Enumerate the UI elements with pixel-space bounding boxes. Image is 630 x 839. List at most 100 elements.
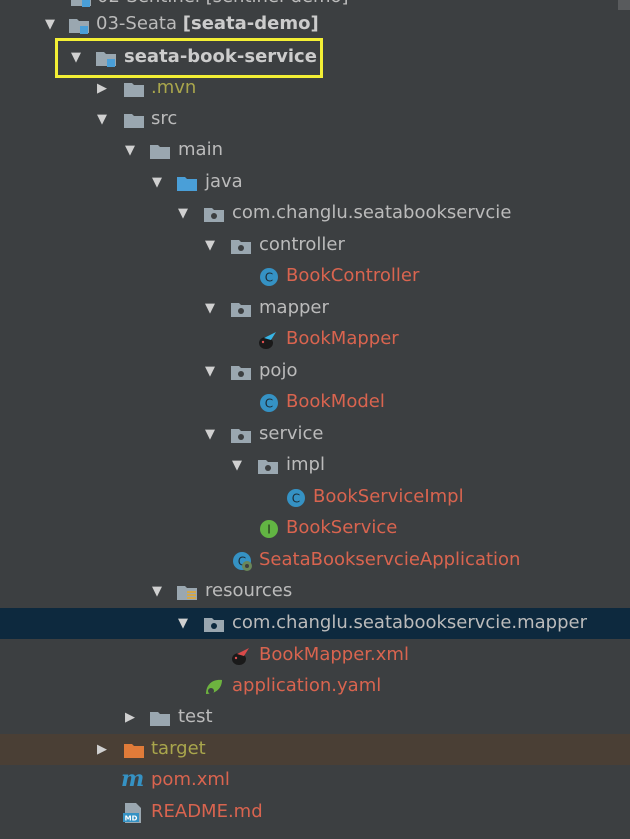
tree-row-pojo[interactable]: ▼ pojo (0, 356, 630, 387)
tree-row-label: application.yaml (232, 675, 382, 696)
tree-row-label: .mvn (151, 77, 197, 98)
chevron-down-icon[interactable]: ▼ (97, 111, 107, 127)
package-icon (231, 240, 251, 254)
markdown-icon-text: MD (125, 815, 138, 823)
folder-icon (150, 712, 170, 726)
folder-icon (150, 145, 170, 159)
tree-row-pom[interactable]: m pom.xml (0, 765, 630, 796)
chevron-down-icon[interactable]: ▼ (152, 583, 162, 599)
folder-icon (124, 114, 144, 128)
chevron-down-icon[interactable]: ▼ (232, 457, 242, 473)
tree-row-book-controller[interactable]: C BookController (0, 261, 630, 292)
tree-row-application-class[interactable]: C SeataBookservcieApplication (0, 545, 630, 576)
tree-row-label: test (178, 706, 213, 727)
tree-row-mvn[interactable]: ▶ .mvn (0, 73, 630, 104)
tree-row-label: com.changlu.seatabookservcie.mapper (232, 612, 587, 633)
class-icon-letter: C (265, 397, 273, 411)
chevron-down-icon[interactable]: ▼ (45, 16, 55, 32)
tree-row-label: impl (286, 454, 325, 475)
chevron-down-icon[interactable]: ▼ (205, 300, 215, 316)
chevron-down-icon[interactable]: ▼ (205, 237, 215, 253)
package-icon (204, 208, 224, 222)
package-icon (231, 303, 251, 317)
tree-row-label: README.md (151, 801, 263, 822)
scrollbar-thumb[interactable] (618, 0, 630, 10)
highlight-box (55, 38, 323, 78)
tree-row-label: BookController (286, 265, 420, 286)
chevron-down-icon[interactable]: ▼ (178, 615, 188, 631)
tree-row-label: pojo (259, 360, 298, 381)
tree-row-mapper[interactable]: ▼ mapper (0, 293, 630, 324)
class-icon: C (260, 394, 278, 412)
chevron-down-icon[interactable]: ▼ (178, 205, 188, 221)
interface-icon: I (260, 520, 278, 538)
chevron-right-icon[interactable]: ▶ (97, 80, 107, 96)
chevron-down-icon[interactable]: ▼ (205, 363, 215, 379)
tree-row-main[interactable]: ▼ main (0, 135, 630, 166)
chevron-down-icon[interactable]: ▼ (205, 426, 215, 442)
tree-row-label: SeataBookservcieApplication (259, 549, 521, 570)
tree-row-impl[interactable]: ▼ impl (0, 450, 630, 481)
markdown-file-icon: MD (123, 803, 141, 823)
tree-row-label: BookModel (286, 391, 385, 412)
resources-folder-icon (177, 586, 197, 600)
tree-row-target[interactable]: ▶ target (0, 734, 630, 765)
tree-row-src[interactable]: ▼ src (0, 104, 630, 135)
source-folder-icon (177, 177, 197, 191)
module-folder-icon (96, 52, 116, 67)
tree-row-label: BookMapper.xml (259, 644, 409, 665)
maven-icon: m (121, 766, 145, 792)
chevron-right-icon[interactable]: ▶ (125, 709, 135, 725)
tree-row-test[interactable]: ▶ test (0, 702, 630, 733)
chevron-right-icon[interactable]: ▶ (97, 741, 107, 757)
tree-row-resources[interactable]: ▼ resources (0, 576, 630, 607)
tree-row-package[interactable]: ▼ com.changlu.seatabookservcie (0, 198, 630, 229)
folder-icon (124, 83, 144, 97)
spring-boot-class-icon: C (233, 552, 252, 571)
tree-row-service[interactable]: ▼ service (0, 419, 630, 450)
tree-row-label: 02-Sentinel [sentinel-demo] (97, 0, 349, 8)
module-folder-icon (69, 19, 89, 34)
tree-row-book-model[interactable]: C BookModel (0, 387, 630, 418)
tree-row-readme[interactable]: MD README.md (0, 797, 630, 828)
tree-row-book-service[interactable]: I BookService (0, 513, 630, 544)
class-icon-letter: C (265, 271, 273, 285)
tree-row-label: com.changlu.seatabookservcie (232, 202, 512, 223)
tree-row-application-yaml[interactable]: application.yaml (0, 671, 630, 702)
tree-row-seata-book-service[interactable]: ▼ seata-book-service (0, 42, 630, 73)
tree-row-label: 03-Seata [seata-demo] (96, 13, 319, 35)
class-icon-letter: C (238, 555, 246, 569)
mybatis-bird-icon (259, 332, 276, 349)
tree-row-book-mapper-xml[interactable]: BookMapper.xml (0, 640, 630, 671)
tree-row-book-mapper[interactable]: BookMapper (0, 324, 630, 355)
excluded-folder-icon (124, 744, 144, 758)
tree-row-label: mapper (259, 297, 329, 318)
tree-row-label: controller (259, 234, 345, 255)
tree-row-label: pom.xml (151, 769, 230, 790)
tree-row-label: service (259, 423, 324, 444)
module-qualifier: [seata-demo] (182, 13, 319, 34)
tree-row-label: java (205, 171, 243, 192)
spring-config-icon (206, 679, 222, 694)
tree-row-label: main (178, 139, 223, 160)
tree-row-label: seata-book-service (124, 46, 317, 67)
package-icon (231, 429, 251, 443)
package-icon (204, 618, 224, 632)
tree-row-resources-package[interactable]: ▼ com.changlu.seatabookservcie.mapper (0, 608, 630, 639)
module-folder-icon (71, 0, 91, 7)
tree-row-seata-module[interactable]: ▼ 03-Seata [seata-demo] (0, 9, 630, 40)
chevron-down-icon[interactable]: ▼ (152, 174, 162, 190)
tree-row-java[interactable]: ▼ java (0, 167, 630, 198)
chevron-down-icon[interactable]: ▼ (71, 49, 81, 65)
tree-row-sentinel-module[interactable]: 02-Sentinel [sentinel-demo] (0, 0, 630, 13)
chevron-down-icon[interactable]: ▼ (125, 142, 135, 158)
package-icon (258, 460, 278, 474)
class-icon: C (287, 489, 305, 507)
tree-row-book-service-impl[interactable]: C BookServiceImpl (0, 482, 630, 513)
tree-row-label: resources (205, 580, 293, 601)
tree-row-controller[interactable]: ▼ controller (0, 230, 630, 261)
package-icon (231, 366, 251, 380)
class-icon: C (260, 268, 278, 286)
module-name: 03-Seata (96, 13, 178, 34)
